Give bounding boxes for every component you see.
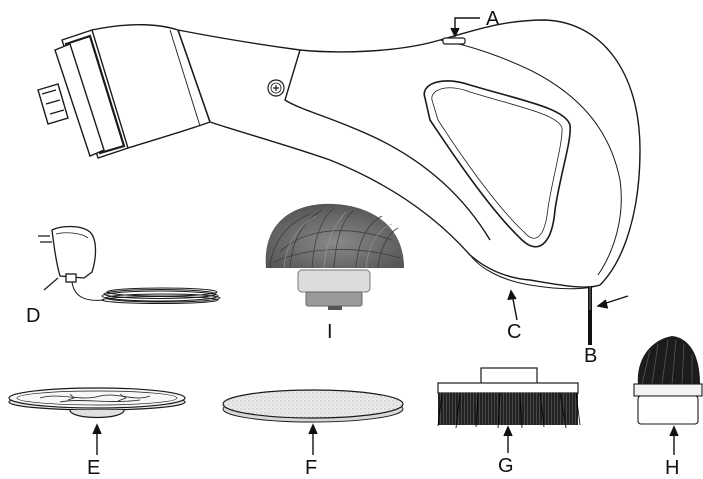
round-brush <box>634 336 702 424</box>
label-f: F <box>305 457 317 479</box>
dome-brush <box>266 204 404 310</box>
charger-adapter <box>38 227 220 304</box>
label-b: B <box>584 345 597 367</box>
label-e: E <box>87 457 100 479</box>
label-d: D <box>26 305 40 327</box>
label-g: G <box>498 455 514 477</box>
label-i: I <box>327 321 333 343</box>
label-a: A <box>486 8 500 30</box>
flat-brush <box>438 368 580 428</box>
sponge-pad <box>223 390 403 422</box>
disc-pad-base <box>9 388 185 418</box>
label-h: H <box>665 457 679 479</box>
label-c: C <box>507 321 521 343</box>
